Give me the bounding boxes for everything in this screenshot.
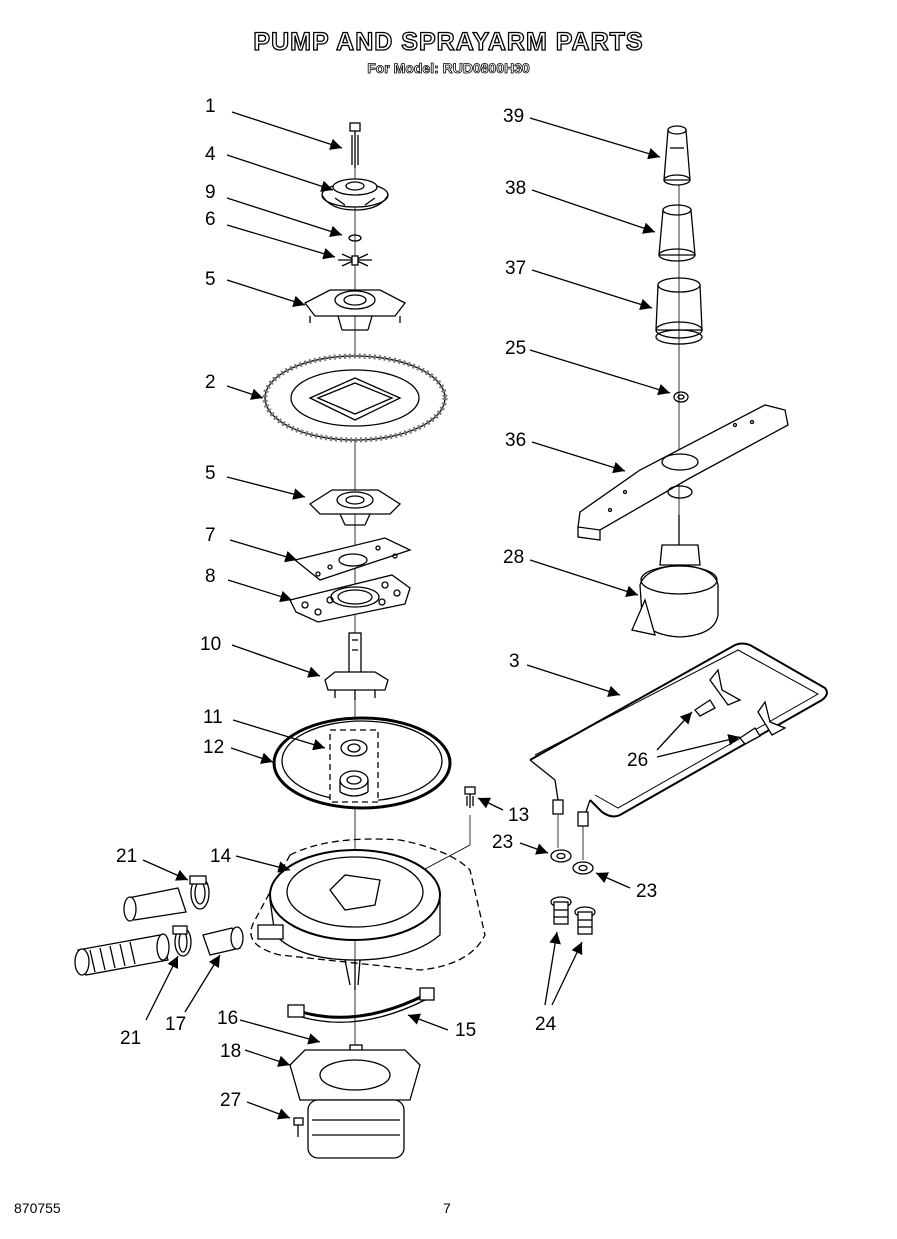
part-8-gasket: [289, 574, 411, 623]
callout-7: 7: [205, 525, 216, 546]
part-23-washer-left: [550, 849, 572, 863]
part-10-impeller: [324, 632, 389, 700]
callout-39: 39: [503, 106, 524, 127]
part-11-seal: [329, 729, 379, 803]
callout-36: 36: [505, 430, 526, 451]
part-2-filter-disk: [262, 353, 448, 443]
part-14-housing: [250, 838, 486, 990]
part-18-motor: [289, 1044, 421, 1159]
part-21-clamp-lower: [172, 925, 192, 957]
part-27-screw: [293, 1117, 304, 1137]
page-number: 7: [443, 1200, 451, 1216]
page-title: PUMP AND SPRAYARM PARTS: [253, 27, 644, 56]
part-23-washer-right: [572, 861, 594, 875]
part-17-connector: [202, 926, 244, 956]
leader-lines: [142, 111, 741, 1120]
part-hose-lower: [74, 933, 170, 976]
callout-26: 26: [627, 750, 648, 771]
callout-17: 17: [165, 1014, 186, 1035]
callout-27: 27: [220, 1090, 241, 1111]
callout-21-upper: 21: [116, 846, 137, 867]
part-39-nozzle: [663, 125, 691, 186]
part-4-cap: [321, 178, 389, 211]
part-3-rack: [529, 642, 828, 827]
callout-8: 8: [205, 566, 216, 587]
callout-18: 18: [220, 1041, 241, 1062]
callout-21-lower: 21: [120, 1028, 141, 1049]
callout-12: 12: [203, 737, 224, 758]
part-6-clip: [338, 253, 372, 267]
callout-6: 6: [205, 209, 216, 230]
part-21-clamp-upper: [189, 875, 210, 910]
part-24-fitting-left: [550, 896, 572, 925]
part-25-nut: [673, 391, 689, 403]
callout-14: 14: [210, 846, 232, 867]
part-15-strap: [287, 987, 435, 1023]
model-subtitle: For Model: RUD0800H30: [367, 60, 530, 77]
part-38-tube: [658, 204, 696, 262]
part-7-plate: [293, 537, 412, 581]
callout-23-left: 23: [492, 832, 513, 853]
part-5-impeller-lower: [308, 489, 402, 526]
callout-37: 37: [505, 258, 526, 279]
callout-11: 11: [203, 707, 223, 728]
callout-3: 3: [509, 651, 520, 672]
callout-1: 1: [205, 96, 216, 117]
part-28-mount: [631, 515, 719, 638]
callout-labels: 1 4 9 6 5 2 5 7 8 10 11 12 13 14 21 21 1…: [116, 96, 657, 1111]
part-1-screw: [349, 122, 361, 168]
callout-15: 15: [455, 1020, 476, 1041]
callout-16: 16: [217, 1008, 238, 1029]
callout-25: 25: [505, 338, 526, 359]
callout-10: 10: [200, 634, 221, 655]
callout-2: 2: [205, 372, 216, 393]
doc-number: 870755: [14, 1200, 61, 1216]
callout-9: 9: [205, 182, 216, 203]
part-36-sprayarm: [577, 404, 789, 541]
part-5-impeller-upper: [304, 289, 406, 331]
callout-4: 4: [205, 144, 216, 165]
part-24-fitting-right: [574, 906, 596, 935]
callout-38: 38: [505, 178, 526, 199]
callout-13: 13: [508, 805, 529, 826]
callout-5-upper: 5: [205, 269, 216, 290]
part-26-clips: [694, 668, 787, 745]
callout-28: 28: [503, 547, 524, 568]
callout-5-lower: 5: [205, 463, 216, 484]
callout-23-right: 23: [636, 881, 657, 902]
part-9-oring: [348, 234, 362, 242]
part-hose-upper: [123, 887, 187, 922]
callout-24: 24: [535, 1014, 557, 1035]
